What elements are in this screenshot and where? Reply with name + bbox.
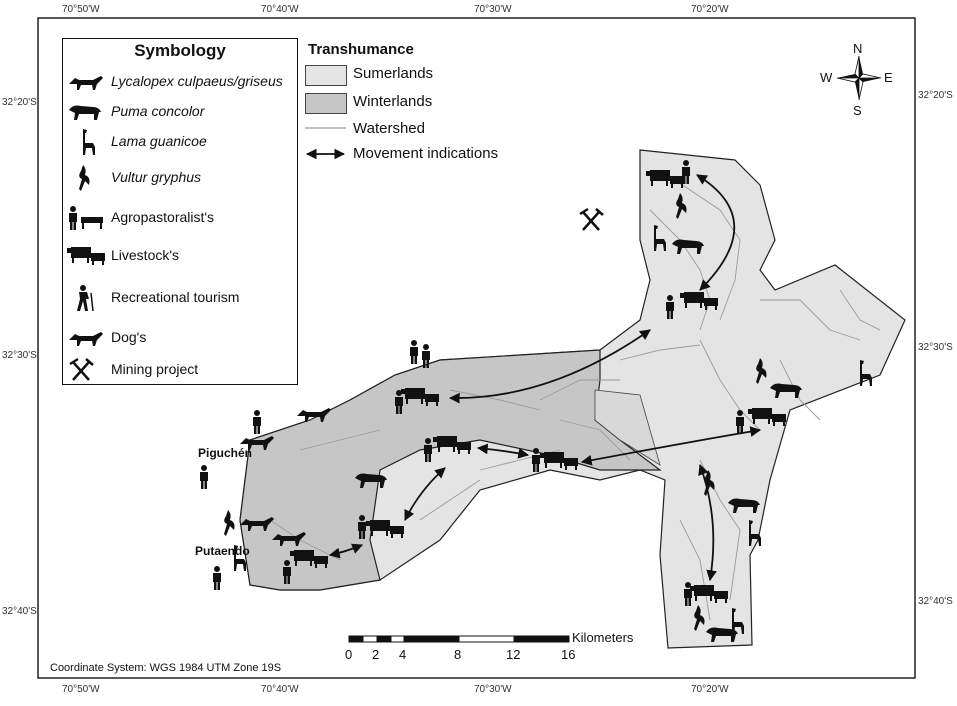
legend-label: Dog's bbox=[111, 329, 147, 345]
legend-item-hiker: Recreational tourism bbox=[63, 283, 297, 313]
legend-item-mining: Mining project bbox=[63, 355, 297, 385]
coord-top-2: 70°40'W bbox=[261, 4, 299, 15]
scale-tick-label: 4 bbox=[399, 647, 407, 662]
legend-item-dog: Dog's bbox=[63, 323, 297, 353]
coord-left-3: 32°40'S bbox=[2, 606, 37, 617]
coord-right-2: 32°30'S bbox=[918, 342, 953, 353]
coord-bottom-1: 70°50'W bbox=[62, 684, 100, 695]
place-putaendo: Putaendo bbox=[195, 544, 250, 558]
scale-tick-label: 8 bbox=[454, 647, 462, 662]
movement-arrows bbox=[328, 174, 762, 582]
legend-item-puma: Puma concolor bbox=[63, 97, 297, 127]
coord-right-3: 32°40'S bbox=[918, 596, 953, 607]
compass-east-label: E bbox=[884, 70, 893, 85]
transhumance-item-watershed: Watershed bbox=[305, 118, 535, 142]
winterlands-swatch bbox=[305, 93, 347, 114]
symbology-title: Symbology bbox=[134, 41, 226, 60]
coord-top-1: 70°50'W bbox=[62, 4, 100, 15]
fox-icon bbox=[69, 76, 103, 90]
legend-item-fox: Lycalopex culpaeus/griseus bbox=[63, 67, 297, 97]
place-piguchen: Piguchén bbox=[198, 446, 253, 460]
coord-bottom-2: 70°40'W bbox=[261, 684, 299, 695]
compass-north-label: N bbox=[853, 41, 863, 56]
legend-label: Puma concolor bbox=[111, 103, 205, 119]
scale-tick-label: 0 bbox=[345, 647, 353, 662]
compass-south-label: S bbox=[853, 103, 862, 118]
legend-label: Lycalopex culpaeus/griseus bbox=[111, 73, 283, 89]
legend-item-guanaco: Lama guanicoe bbox=[63, 127, 297, 157]
transhumance-item-sumerlands: Sumerlands bbox=[305, 63, 535, 87]
coord-bottom-3: 70°30'W bbox=[474, 684, 512, 695]
legend-label: Vultur gryphus bbox=[111, 169, 202, 185]
condor-icon bbox=[79, 165, 90, 191]
puma-icon bbox=[69, 105, 101, 120]
scale-tick-label: 2 bbox=[372, 647, 380, 662]
legend-item-livestock: Livestock's bbox=[63, 241, 297, 271]
legend-label: Lama guanicoe bbox=[111, 133, 207, 149]
legend-label: Livestock's bbox=[111, 247, 180, 263]
transhumance-label: Winterlands bbox=[353, 93, 433, 110]
livestock-icon bbox=[67, 247, 105, 265]
coord-bottom-4: 70°20'W bbox=[691, 684, 729, 695]
transhumance-item-winterlands: Winterlands bbox=[305, 91, 535, 115]
scale-unit-label: Kilometers bbox=[572, 630, 634, 645]
coordinate-system-note: Coordinate System: WGS 1984 UTM Zone 19S bbox=[50, 662, 282, 674]
legend-label: Agropastoralist's bbox=[111, 209, 215, 225]
symbology-legend: Symbology Lycalopex culpaeus/griseus Pum… bbox=[62, 38, 298, 385]
legend-item-condor: Vultur gryphus bbox=[63, 163, 297, 193]
hiker-icon bbox=[77, 285, 94, 311]
transhumance-title: Transhumance bbox=[308, 41, 414, 58]
coord-top-4: 70°20'W bbox=[691, 4, 729, 15]
agropastoralist-icon bbox=[69, 206, 103, 230]
scale-tick-label: 16 bbox=[561, 647, 576, 662]
transhumance-label: Sumerlands bbox=[353, 65, 434, 82]
mining-icon bbox=[69, 357, 94, 381]
scale-tick-label: 12 bbox=[506, 647, 521, 662]
dog-icon bbox=[69, 332, 103, 346]
compass-west-label: W bbox=[820, 70, 833, 85]
compass-icon bbox=[836, 55, 882, 101]
legend-label: Mining project bbox=[111, 361, 199, 377]
coord-right-1: 32°20'S bbox=[918, 90, 953, 101]
legend-label: Recreational tourism bbox=[111, 289, 240, 305]
transhumance-label: Watershed bbox=[353, 120, 425, 137]
mining-icon bbox=[579, 207, 604, 231]
scale-bar bbox=[348, 635, 570, 643]
coord-left-1: 32°20'S bbox=[2, 97, 37, 108]
sumerlands-swatch bbox=[305, 65, 347, 86]
coord-left-2: 32°30'S bbox=[2, 350, 37, 361]
transhumance-item-movement: Movement indications bbox=[305, 143, 535, 167]
transhumance-label: Movement indications bbox=[353, 145, 499, 162]
coord-top-3: 70°30'W bbox=[474, 4, 512, 15]
legend-item-agropastoralist: Agropastoralist's bbox=[63, 203, 297, 233]
guanaco-icon bbox=[83, 129, 95, 155]
